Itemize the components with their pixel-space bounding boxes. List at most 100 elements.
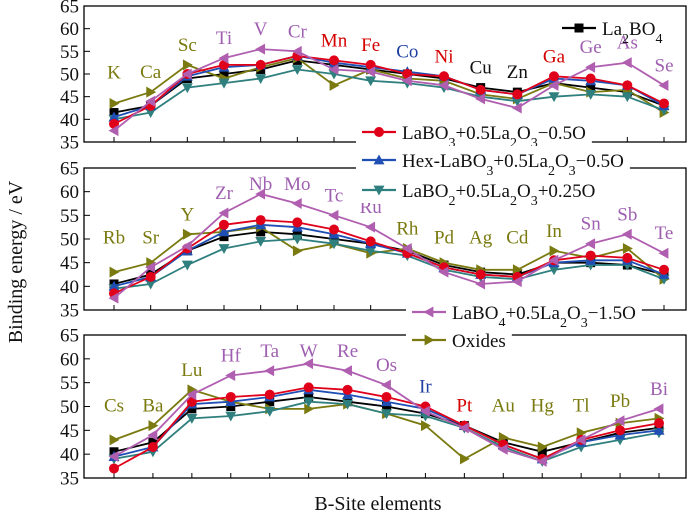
element-label: Ba (142, 395, 164, 416)
data-point (621, 57, 632, 69)
data-point (304, 392, 314, 402)
element-label: Pb (610, 391, 630, 412)
data-point (218, 52, 229, 64)
element-label: Tl (573, 395, 590, 416)
series-labo3 (109, 50, 669, 129)
element-label: In (546, 221, 562, 242)
element-label: Os (376, 355, 397, 376)
legend-label: LaBO2+0.5La2O3+0.25O (402, 181, 595, 209)
data-point (365, 236, 376, 247)
legend-marker (574, 23, 584, 33)
element-label: Ta (260, 341, 279, 362)
element-label: Nb (249, 174, 272, 195)
data-point (291, 234, 303, 245)
element-label: Pt (456, 395, 473, 416)
element-label: Mo (284, 174, 310, 195)
legend-entry-la2bo4: La2BO4 (562, 19, 662, 47)
data-point (342, 365, 352, 377)
element-label: Sn (581, 214, 602, 235)
element-label: Cr (288, 21, 308, 42)
element-label: Pd (434, 228, 455, 249)
series-hex (108, 50, 670, 122)
data-point (365, 246, 377, 257)
data-point (219, 219, 229, 230)
legend-entry-labo3: LaBO3+0.5La2O3−0.5O (356, 118, 592, 151)
data-point (459, 453, 470, 465)
series-labo4 (108, 43, 669, 137)
data-point (585, 61, 596, 73)
legend-entry-oxides: Oxides (406, 326, 512, 353)
data-point (548, 92, 560, 103)
legend-layer: La2BO4LaBO3+0.5La2O3−0.5OHex-LaBO3+0.5La… (356, 19, 662, 353)
y-tick-label: 50 (60, 230, 79, 251)
element-label: Re (337, 341, 358, 362)
y-tick-label: 40 (60, 110, 79, 131)
legend-label: Hex-LaBO3+0.5La2O3−0.5O (402, 151, 624, 179)
y-tick-label: 40 (60, 445, 79, 466)
data-point (621, 228, 632, 240)
data-point (181, 83, 193, 94)
data-point (622, 252, 633, 263)
element-label: Rb (103, 228, 125, 249)
legend-entry-hex: Hex-LaBO3+0.5La2O3−0.5O (356, 146, 630, 179)
data-point (622, 80, 633, 91)
element-label: Cs (104, 395, 124, 416)
data-point (255, 236, 267, 247)
element-label: Hg (531, 395, 555, 416)
data-point (511, 276, 522, 288)
data-point (329, 224, 339, 235)
data-point (109, 434, 120, 446)
series-line (113, 193, 665, 299)
y-tick-label: 50 (60, 397, 79, 418)
data-point (536, 455, 547, 467)
data-point (218, 244, 230, 254)
y-tick-label: 45 (60, 253, 79, 274)
data-point (186, 389, 197, 401)
data-point (497, 443, 508, 455)
data-point (292, 229, 302, 239)
element-label: W (300, 341, 318, 362)
data-point (328, 239, 340, 250)
data-point (186, 396, 197, 407)
series-labo4 (108, 188, 669, 304)
data-point (381, 391, 392, 402)
element-label: Sc (178, 35, 197, 56)
legend-background (356, 146, 630, 173)
data-point (658, 247, 669, 259)
data-point (145, 95, 156, 107)
data-point (615, 425, 626, 436)
data-point (148, 420, 159, 432)
data-point (365, 66, 376, 78)
data-point (109, 266, 120, 278)
element-label: Cd (506, 228, 529, 249)
data-point (438, 79, 449, 91)
data-point (329, 79, 340, 91)
element-label: Ti (216, 28, 232, 49)
element-label: Sr (142, 228, 160, 249)
element-label: Ga (543, 46, 566, 67)
series-line (113, 57, 665, 114)
series-line (113, 226, 665, 280)
y-tick-label: 35 (60, 133, 79, 154)
data-point (328, 209, 339, 221)
data-point (108, 292, 119, 304)
data-point (225, 370, 236, 382)
series-line (113, 219, 665, 295)
y-tick-label: 60 (60, 19, 79, 40)
data-point (365, 76, 377, 87)
data-point (291, 45, 302, 57)
data-point (181, 68, 192, 80)
data-point (622, 242, 633, 254)
element-label: Sb (617, 204, 637, 225)
data-point (187, 404, 197, 414)
series-oxides (109, 52, 670, 119)
y-tick-label: 60 (60, 349, 79, 370)
element-label: Ca (140, 62, 162, 83)
y-tick-label: 55 (60, 373, 79, 394)
data-point (342, 399, 354, 410)
data-point (291, 65, 303, 75)
legend-marker (373, 185, 385, 196)
